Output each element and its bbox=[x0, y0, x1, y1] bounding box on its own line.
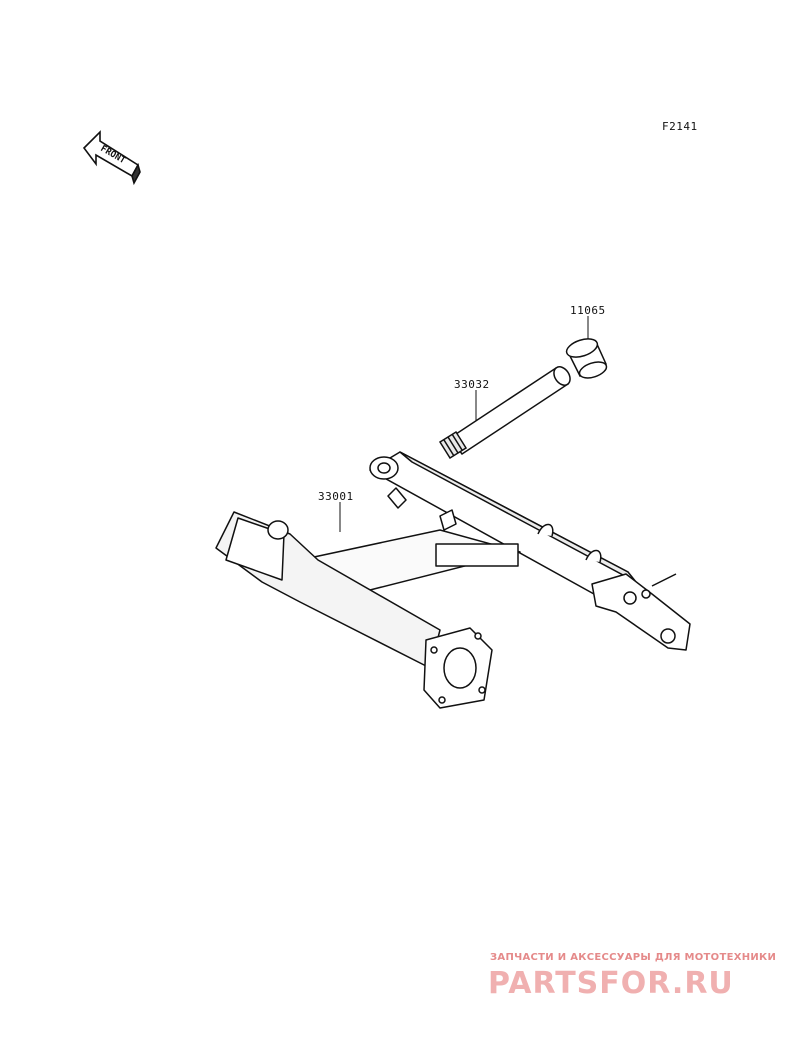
watermark-tagline: ЗАПЧАСТИ И АКСЕССУАРЫ ДЛЯ МОТОТЕХНИКИ bbox=[490, 952, 777, 963]
figure-code: F2141 bbox=[662, 120, 698, 133]
front-arrow-icon: FRONT bbox=[82, 130, 141, 186]
callout-label-33032[interactable]: 33032 bbox=[454, 378, 490, 391]
leader-lines bbox=[339, 316, 589, 532]
swing-arm-33001[interactable] bbox=[215, 451, 691, 709]
watermark-brand: PARTSFOR.RU bbox=[488, 966, 734, 1001]
collar-11065[interactable] bbox=[564, 335, 608, 381]
callout-label-33001[interactable]: 33001 bbox=[318, 490, 354, 503]
pivot-shaft-33032[interactable] bbox=[438, 364, 573, 460]
callout-label-11065[interactable]: 11065 bbox=[570, 304, 606, 317]
